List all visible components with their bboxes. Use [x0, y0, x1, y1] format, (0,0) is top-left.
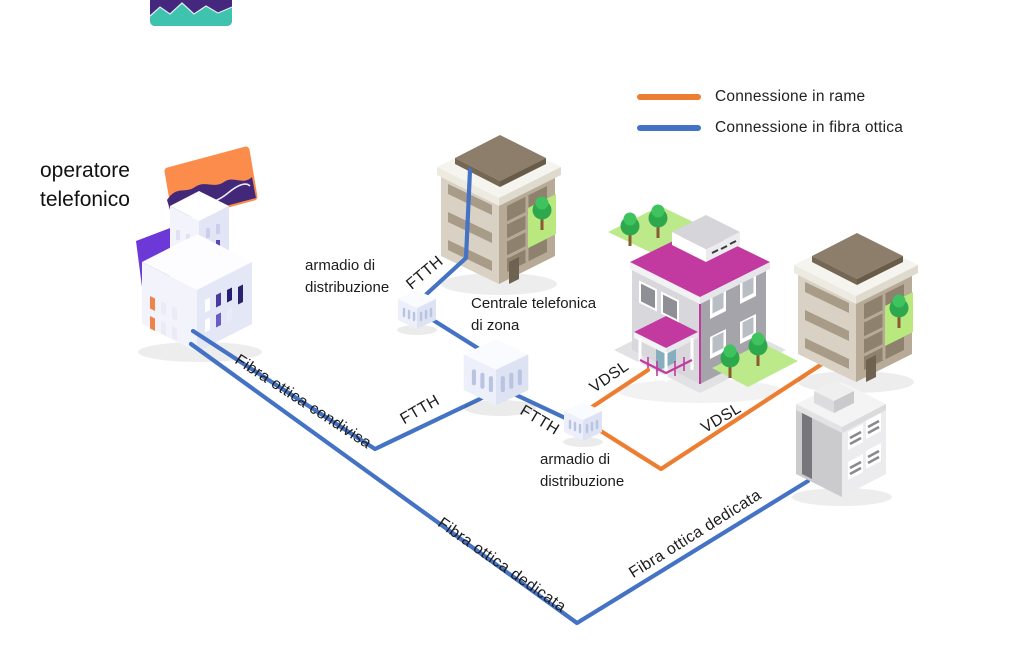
porch-pickets — [647, 357, 685, 376]
rooftop-box — [814, 381, 854, 413]
copper-line-vdsl-building — [593, 361, 825, 472]
window-stripe — [802, 412, 812, 479]
fiber-line-dedicated — [188, 341, 811, 626]
copper-swatch-rect — [637, 94, 701, 100]
fiber-swatch-rect — [637, 125, 701, 131]
copper-line-vdsl-house — [589, 367, 651, 410]
connection-lines — [188, 167, 825, 626]
cabinet-bottom-label: armadio di distribuzione — [540, 451, 625, 490]
legend-label-fiber: Connessione in fibra ottica — [715, 119, 904, 136]
office-building-illustration — [792, 381, 892, 506]
base-windows — [150, 284, 243, 341]
cabinet-top-label: armadio di distribuzione — [305, 257, 390, 296]
vents — [711, 240, 737, 254]
legend: Connessione in rame Connessione in fibra… — [637, 86, 903, 148]
office-windows — [848, 413, 881, 480]
porch-posts — [638, 338, 694, 382]
roof-fascia — [796, 404, 842, 433]
porch — [634, 316, 698, 382]
rooftop-box — [672, 215, 740, 262]
roof-fascia — [842, 404, 886, 433]
cabinet-shadow — [563, 437, 603, 447]
grass-patch — [712, 343, 798, 387]
operator-label: operatore telefonico — [40, 159, 130, 211]
wave-card-fragment — [149, 0, 233, 26]
window — [661, 291, 679, 323]
legend-label-copper: Connessione in rame — [715, 88, 866, 105]
porch-fascia — [634, 332, 666, 354]
apartment-building-top — [437, 135, 561, 295]
roof-fascia-right — [700, 262, 770, 304]
base-right-face — [197, 262, 252, 352]
central-office-label: Centrale telefonica di zona — [471, 295, 597, 334]
tower-top — [170, 191, 229, 221]
wave-shape — [150, 3, 232, 26]
house-illustration — [608, 204, 798, 403]
porch-fascia — [666, 332, 698, 354]
legend-row-fiber: Connessione in fibra ottica — [637, 117, 903, 139]
fiber-line-shared — [190, 328, 487, 452]
fiber-line-swatch — [637, 125, 701, 131]
base-left-face — [142, 262, 197, 352]
fiber-line-ftth-drop — [417, 167, 473, 303]
copper-line-swatch — [637, 94, 701, 100]
wave-line — [149, 2, 233, 17]
roof-fascia-left — [630, 262, 700, 304]
legend-row-copper: Connessione in rame — [637, 86, 903, 108]
central-office-shadow — [464, 400, 536, 416]
distribution-cabinet-bottom — [562, 400, 604, 443]
cabinet-shadow — [397, 325, 437, 335]
window — [639, 280, 657, 312]
